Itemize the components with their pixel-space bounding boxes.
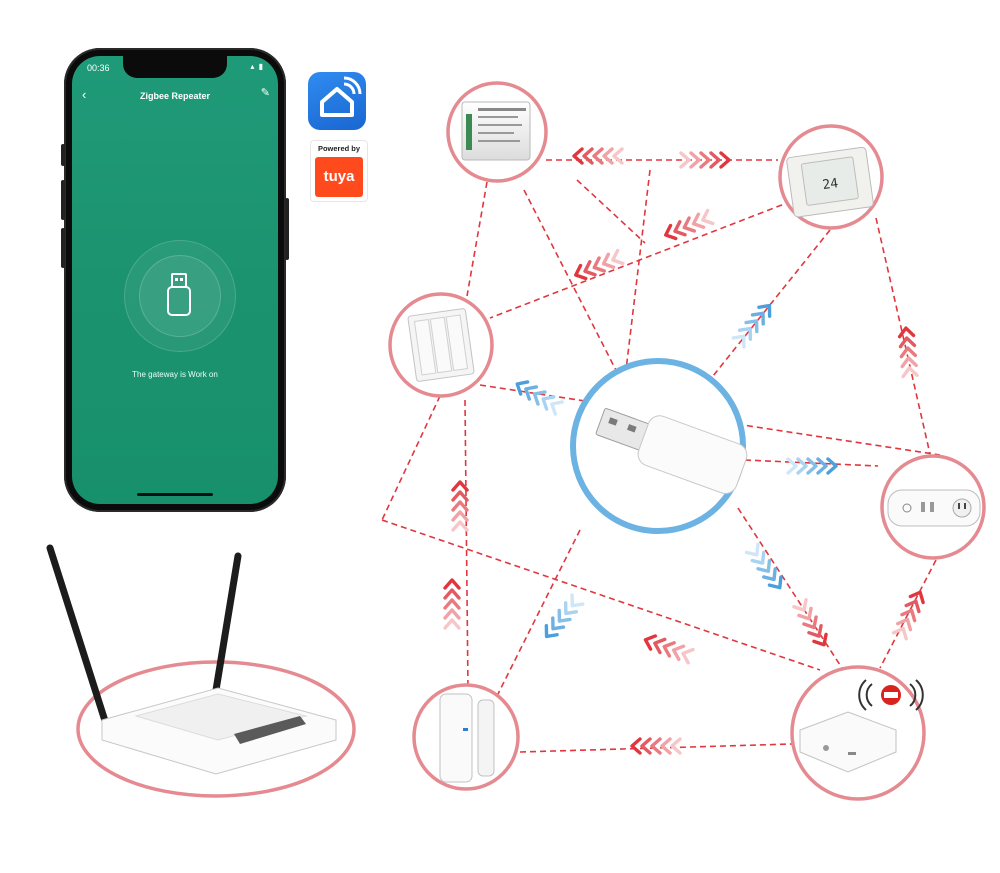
- alarm-badge-icon: [858, 679, 924, 711]
- phone-power-button: [285, 198, 289, 260]
- switch-module-node: [446, 81, 548, 183]
- app-screen: 00:36 ▴ ▮ ‹ Zigbee Repeater ✎ The gatewa…: [72, 56, 278, 504]
- smart-plug-node: [880, 454, 986, 560]
- phone-notch: [123, 56, 227, 78]
- gateway-status-text: The gateway is Work on: [132, 370, 218, 379]
- edit-pencil-icon[interactable]: ✎: [260, 87, 270, 99]
- smart-life-app-icon: [308, 72, 366, 130]
- switch-module-icon: [461, 101, 531, 161]
- mesh-link: [744, 459, 879, 467]
- router-antenna-left: [46, 544, 110, 728]
- thermostat-node: 24: [778, 124, 884, 230]
- thermostat-icon: 24: [786, 146, 874, 218]
- mesh-link: [576, 179, 646, 244]
- router-antenna-right: [212, 552, 242, 694]
- mesh-link: [466, 181, 488, 297]
- smartphone: 00:36 ▴ ▮ ‹ Zigbee Repeater ✎ The gatewa…: [61, 48, 289, 512]
- usb-repeater-node: [570, 358, 748, 534]
- gateway-hub-node: [790, 665, 926, 801]
- phone-mute-switch: [61, 144, 65, 166]
- smart-plug-icon: [887, 489, 981, 527]
- status-pulse-inner: [139, 255, 221, 337]
- mesh-link: [519, 743, 793, 753]
- door-sensor-icon: [439, 693, 495, 783]
- mesh-link: [879, 559, 937, 669]
- gateway-hub-icon: [799, 711, 897, 773]
- router-node: [46, 544, 356, 798]
- signal-arrows: [443, 147, 925, 755]
- phone-volume-up: [61, 180, 65, 220]
- thermostat-display: 24: [822, 176, 840, 193]
- wall-switch-icon: [407, 308, 475, 382]
- mesh-link: [381, 519, 821, 671]
- mesh-link: [464, 399, 469, 691]
- house-wifi-icon: [320, 76, 362, 117]
- mesh-link: [704, 229, 831, 387]
- wifi-router-icon: [46, 544, 337, 775]
- app-title: Zigbee Repeater: [139, 91, 211, 101]
- back-arrow-icon[interactable]: ‹: [82, 87, 87, 102]
- mesh-link: [489, 193, 811, 319]
- phone-volume-down: [61, 228, 65, 268]
- mesh-link: [381, 395, 441, 521]
- signal-battery-icon: ▴ ▮: [250, 62, 264, 71]
- mesh-link: [497, 529, 581, 695]
- mesh-link: [625, 169, 651, 371]
- mesh-link: [737, 507, 843, 669]
- home-indicator: [137, 493, 213, 496]
- powered-by-label: Powered by: [317, 144, 361, 153]
- door-sensor-node: [412, 683, 520, 791]
- powered-by-tuya-badge: Powered by tuya: [310, 140, 368, 202]
- mesh-link: [523, 189, 623, 383]
- wall-switch-node: [388, 292, 494, 398]
- mesh-link: [875, 217, 931, 455]
- usb-dongle-icon: [595, 408, 748, 494]
- tuya-logo: tuya: [315, 157, 363, 197]
- usb-dongle-icon: [167, 273, 191, 316]
- status-time: 00:36: [87, 63, 110, 73]
